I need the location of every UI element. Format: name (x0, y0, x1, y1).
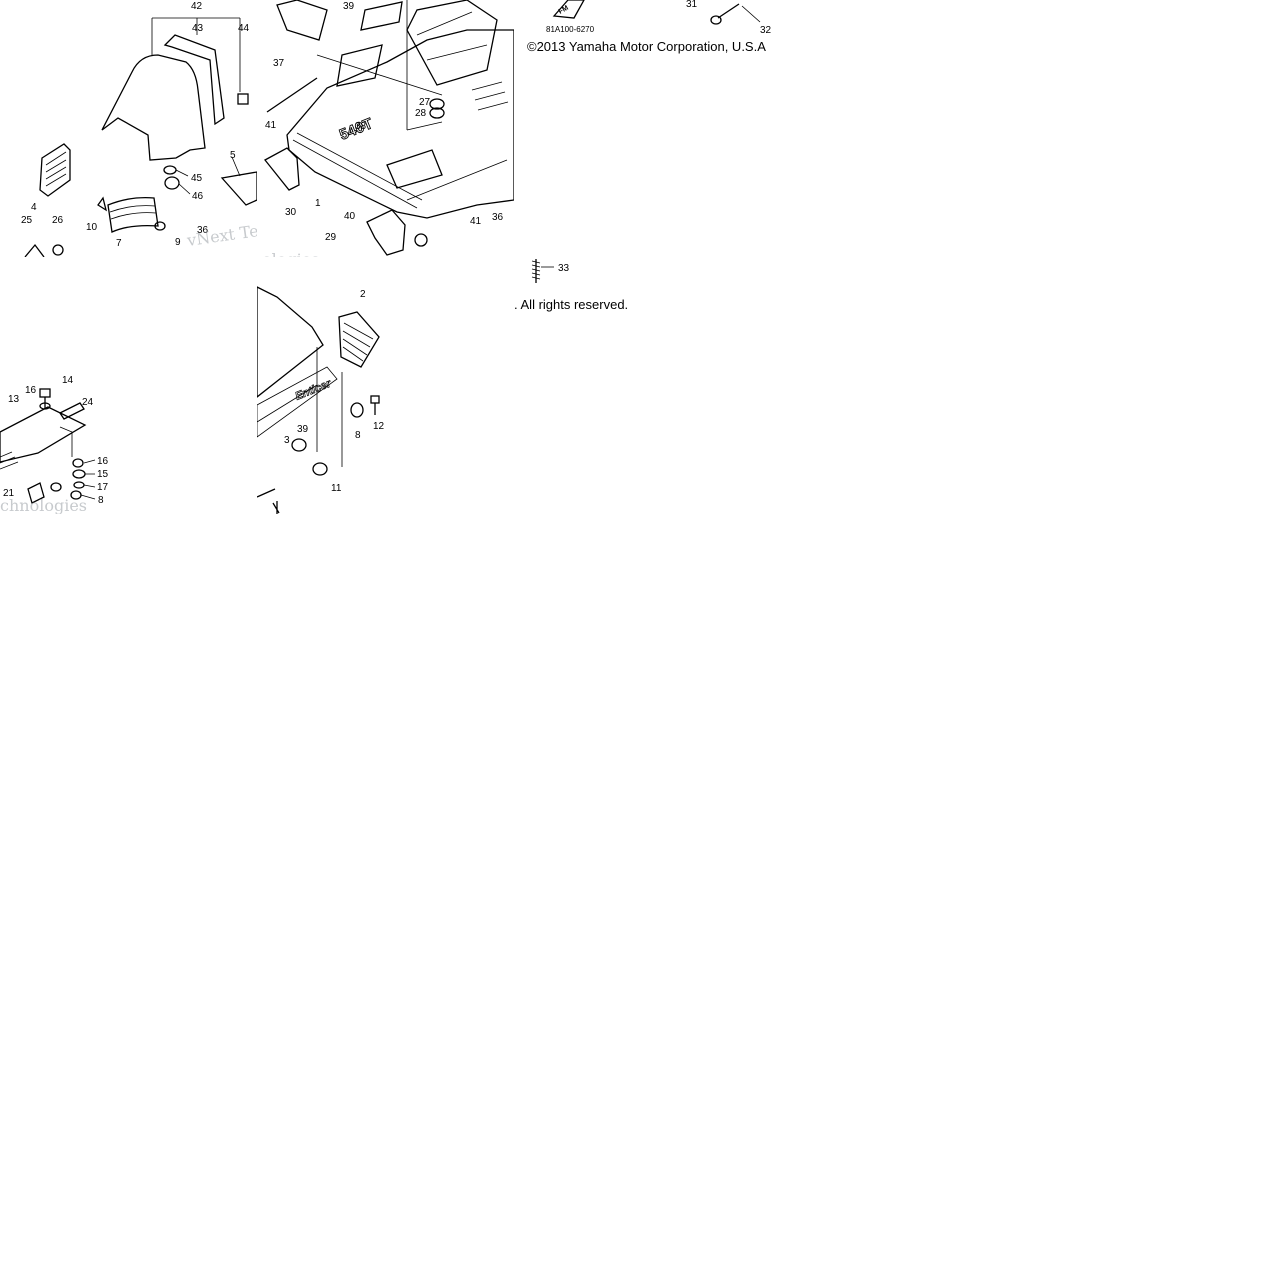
callout-42: 42 (191, 1, 203, 12)
callout-8b: 8 (355, 430, 361, 441)
callout-43: 43 (192, 23, 204, 34)
callout-44: 44 (238, 23, 250, 34)
callout-12: 12 (373, 421, 385, 432)
copyright-line: ©2013 Yamaha Motor Corporation, U.S.A (527, 39, 766, 54)
watermark-c: chnologies (0, 496, 87, 514)
spring-part: 33 (514, 257, 594, 289)
watermark: vNext Tec (185, 220, 257, 250)
callout-16b: 16 (97, 456, 109, 467)
badge-fm: FM (558, 5, 570, 16)
callout-41: 41 (265, 120, 277, 131)
callout-28: 28 (415, 108, 427, 119)
callout-9: 9 (175, 237, 181, 248)
callout-33: 33 (558, 263, 570, 274)
tile-bottom-left: 16 14 13 24 16 15 17 21 8 chnologies (0, 257, 257, 514)
callout-24: 24 (82, 397, 94, 408)
callout-11: 11 (331, 483, 342, 494)
callout-2: 2 (360, 289, 366, 300)
callout-7: 7 (116, 238, 122, 249)
callout-26: 26 (52, 215, 64, 226)
tile-top-middle: 540T 39 37 41 38 27 28 30 1 40 41 36 29 … (257, 0, 514, 257)
spring-icon: 33 (531, 259, 570, 283)
callout-32: 32 (760, 25, 771, 35)
part-code: 81A100-6270 (546, 25, 595, 34)
watermark-b: ologies (262, 250, 319, 257)
callout-31: 31 (686, 0, 698, 10)
callout-45: 45 (191, 173, 203, 184)
callout-3: 3 (284, 435, 290, 446)
callout-13: 13 (8, 394, 20, 405)
callout-17: 17 (97, 482, 109, 493)
logo-enticer: Enticer (294, 377, 334, 402)
callout-8: 8 (98, 495, 104, 506)
callout-38: 38 (355, 121, 367, 132)
callout-16a: 16 (25, 385, 37, 396)
callout-39b: 39 (297, 424, 309, 435)
callout-5: 5 (230, 150, 236, 161)
tile-top-right: FM 31 32 81A100-6270 (514, 0, 771, 35)
exploded-view-side-panel: Enticer 2 39 8 12 3 11 (257, 286, 385, 514)
exploded-view-lid: 16 14 13 24 16 15 17 21 8 chnologies (0, 375, 109, 514)
callout-46: 46 (192, 191, 204, 202)
callout-25: 25 (21, 215, 33, 226)
callout-4: 4 (31, 202, 37, 213)
callout-36b: 36 (492, 212, 504, 223)
rights-line: . All rights reserved. (514, 297, 629, 312)
callout-21: 21 (3, 488, 15, 499)
callout-15: 15 (97, 469, 109, 480)
callout-40: 40 (344, 211, 356, 222)
callout-36: 36 (197, 225, 209, 236)
callout-10: 10 (86, 222, 98, 233)
callout-37: 37 (273, 58, 285, 69)
callout-41b: 41 (470, 216, 482, 227)
tile-top-left: 42 43 44 4 45 46 5 10 7 9 25 26 36 vNext… (0, 0, 257, 257)
exploded-view-hood-body: 540T 39 37 41 38 27 28 30 1 40 41 36 29 … (262, 0, 514, 257)
callout-27: 27 (419, 97, 431, 108)
callout-14: 14 (62, 375, 74, 386)
callout-29: 29 (325, 232, 337, 243)
tile-bottom-middle: Enticer 2 39 8 12 3 11 (257, 257, 514, 514)
callout-30: 30 (285, 207, 297, 218)
callout-39: 39 (343, 1, 355, 12)
exploded-view-hood-front: 42 43 44 4 45 46 5 10 7 9 25 26 36 vNext… (21, 1, 257, 257)
callout-1: 1 (315, 198, 321, 209)
exploded-view-cables: FM 31 32 (552, 0, 771, 35)
